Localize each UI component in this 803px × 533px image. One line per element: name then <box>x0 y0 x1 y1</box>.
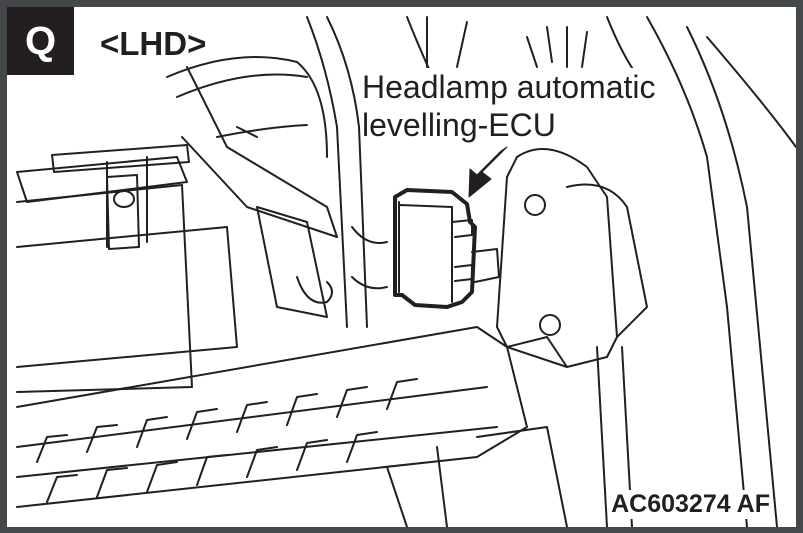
component-callout: Headlamp automatic levelling-ECU <box>362 68 656 144</box>
figure-code-suffix: AF <box>736 490 770 518</box>
section-badge: Q <box>7 7 74 75</box>
engine-bay-line-drawing <box>16 16 796 527</box>
figure-code: AC603274 AF <box>609 490 772 519</box>
callout-line-2: levelling-ECU <box>362 107 556 143</box>
vehicle-variant-label: <LHD> <box>100 25 207 62</box>
callout-line-1: Headlamp automatic <box>362 69 656 105</box>
figure-code-number: AC603274 <box>611 490 731 518</box>
